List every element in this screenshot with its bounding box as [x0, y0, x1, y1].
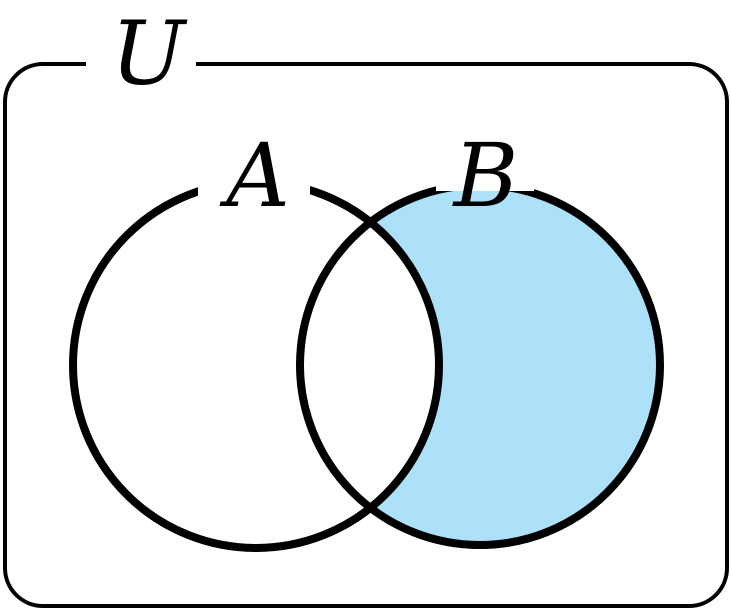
set-b-label: B [452, 124, 519, 227]
set-b-label-gap [436, 165, 534, 191]
set-a-label-gap [198, 165, 310, 205]
universe-label-gap [86, 50, 196, 80]
universe-label: U [111, 2, 188, 105]
set-a-label: A [219, 124, 290, 227]
